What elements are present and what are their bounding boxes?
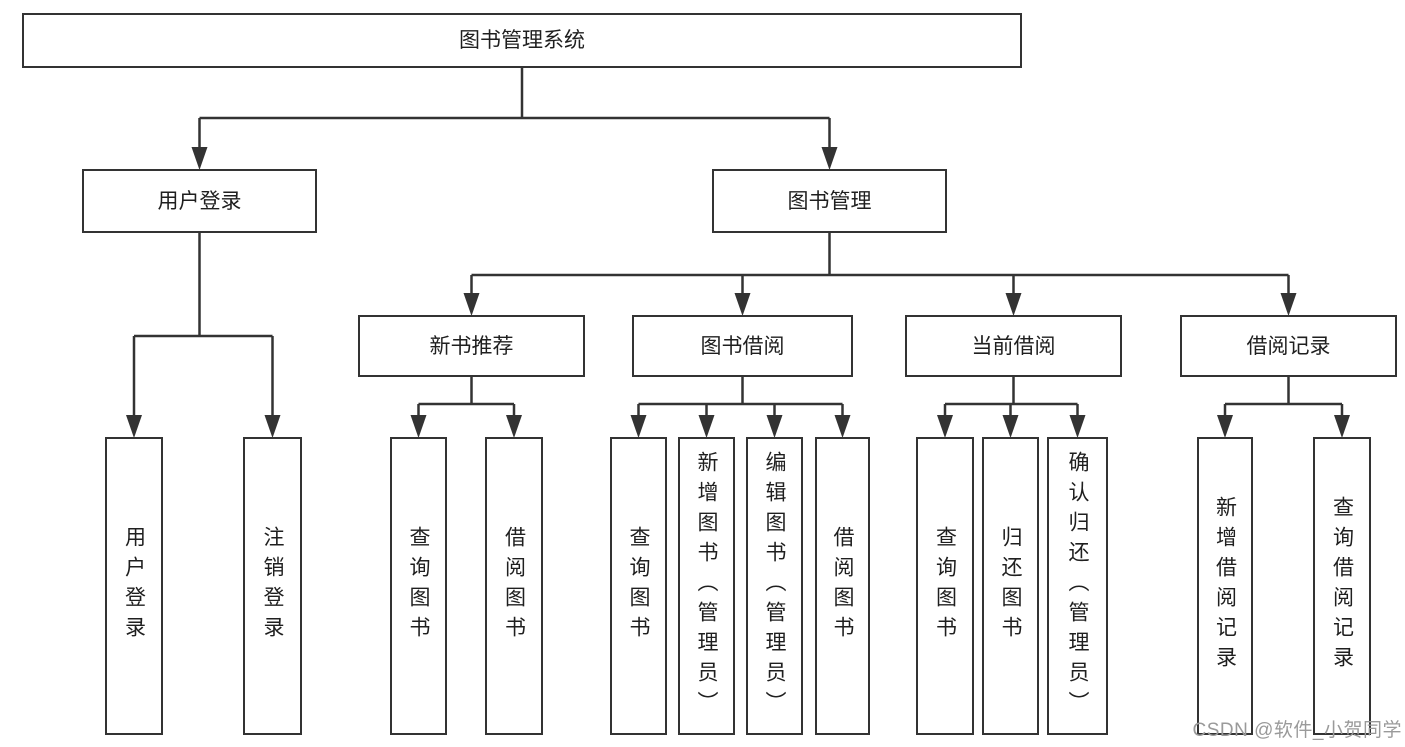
leaf-bb-borrow-books-label: 借阅图书 (831, 526, 854, 646)
node-current-borrow-label: 当前借阅 (971, 334, 1056, 358)
leaf-bb-query-books-label: 查询图书 (627, 526, 650, 646)
connector-userlogin-to-leaves (126, 233, 281, 438)
node-book-management: 图书管理 (712, 169, 947, 233)
leaf-nbr-query-books: 查询图书 (390, 437, 447, 735)
leaf-bb-add-books-admin: 新增图书（管理员） (678, 437, 735, 735)
leaf-logout-login: 注销登录 (243, 437, 302, 735)
connector-newbook-to-leaves (410, 377, 522, 438)
node-root-label: 图书管理系统 (459, 29, 585, 52)
leaf-nbr-query-books-label: 查询图书 (407, 526, 430, 646)
connector-root-to-level2 (191, 68, 838, 170)
leaf-cb-query-books: 查询图书 (916, 437, 974, 735)
leaf-logout-login-label: 注销登录 (261, 526, 284, 646)
leaf-br-query-record-label: 查询借阅记录 (1330, 496, 1354, 676)
leaf-nbr-borrow-books-label: 借阅图书 (502, 526, 526, 646)
node-borrow-records: 借阅记录 (1180, 315, 1397, 377)
leaf-bb-add-books-admin-label: 新增图书（管理员） (695, 451, 718, 721)
leaf-bb-edit-books-admin-label: 编辑图书（管理员） (763, 451, 786, 721)
connector-currentborrow-to-leaves (937, 377, 1086, 438)
leaf-user-login: 用户登录 (105, 437, 163, 735)
node-root: 图书管理系统 (22, 13, 1022, 68)
leaf-cb-confirm-return-admin: 确认归还（管理员） (1047, 437, 1108, 735)
leaf-cb-return-books: 归还图书 (982, 437, 1039, 735)
node-new-book-recommend-label: 新书推荐 (429, 334, 514, 358)
leaf-br-query-record: 查询借阅记录 (1313, 437, 1371, 735)
leaf-user-login-label: 用户登录 (122, 526, 146, 646)
node-current-borrow: 当前借阅 (905, 315, 1122, 377)
leaf-cb-query-books-label: 查询图书 (933, 526, 957, 646)
leaf-br-add-record: 新增借阅记录 (1197, 437, 1253, 735)
node-borrow-records-label: 借阅记录 (1246, 334, 1331, 358)
node-book-management-label: 图书管理 (787, 189, 872, 213)
node-user-login-label: 用户登录 (157, 189, 242, 213)
node-book-borrow-label: 图书借阅 (700, 334, 785, 358)
node-new-book-recommend: 新书推荐 (358, 315, 585, 377)
node-user-login: 用户登录 (82, 169, 317, 233)
connector-bookborrow-to-leaves (630, 377, 851, 438)
leaf-bb-borrow-books: 借阅图书 (815, 437, 870, 735)
leaf-bb-query-books: 查询图书 (610, 437, 667, 735)
connector-bookmgmt-to-level3 (463, 233, 1297, 316)
leaf-br-add-record-label: 新增借阅记录 (1213, 496, 1237, 676)
leaf-cb-return-books-label: 归还图书 (999, 526, 1022, 646)
connector-borrowrecords-to-leaves (1217, 377, 1350, 438)
leaf-nbr-borrow-books: 借阅图书 (485, 437, 543, 735)
node-book-borrow: 图书借阅 (632, 315, 853, 377)
leaf-bb-edit-books-admin: 编辑图书（管理员） (746, 437, 803, 735)
leaf-cb-confirm-return-admin-label: 确认归还（管理员） (1066, 451, 1089, 721)
